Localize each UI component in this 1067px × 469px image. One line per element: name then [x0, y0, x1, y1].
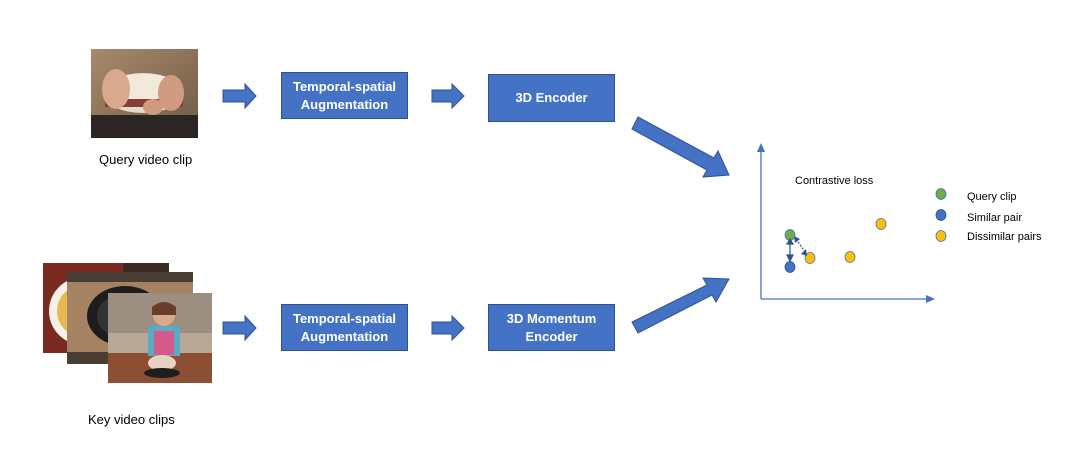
- arrow-right-icon: [222, 314, 257, 342]
- plot-axes: [760, 150, 929, 300]
- legend-similar-pair-label: Similar pair: [967, 212, 1023, 224]
- arrow-diagonal-down-icon: [631, 116, 730, 178]
- key-augmentation-box: Temporal-spatial Augmentation: [281, 304, 408, 351]
- similar-pair-point: [784, 261, 796, 273]
- push-arrowhead-icon: [794, 236, 800, 243]
- arrow-right-icon: [431, 314, 465, 342]
- arrow-right-icon: [431, 82, 465, 110]
- key-video-thumbnail-3: [108, 293, 212, 383]
- dissimilar-pair-point: [875, 218, 887, 230]
- legend-query-clip-label: Query clip: [967, 191, 1017, 203]
- dissimilar-pair-point: [804, 252, 816, 264]
- push-arrowhead-icon: [801, 249, 807, 256]
- query-augmentation-box: Temporal-spatial Augmentation: [281, 72, 408, 119]
- query-encoder-box: 3D Encoder: [488, 74, 615, 122]
- sandwich-image: [91, 49, 198, 138]
- y-axis-arrowhead-icon: [757, 143, 765, 152]
- query-video-caption: Query video clip: [99, 152, 193, 167]
- pull-arrow-icon: [785, 237, 795, 263]
- plot-points: [784, 218, 887, 273]
- dissimilar-pair-point: [844, 251, 856, 263]
- key-momentum-encoder-box: 3D Momentum Encoder: [488, 304, 615, 351]
- query-video-thumbnail: [91, 49, 198, 138]
- arrow-right-icon: [222, 82, 257, 110]
- cooking-show-image: [108, 293, 212, 383]
- legend-dissimilar-pairs-label: Dissimilar pairs: [967, 231, 1042, 243]
- arrow-diagonal-up-icon: [631, 277, 730, 334]
- x-axis-arrowhead-icon: [926, 295, 935, 303]
- legend-similar-pair-marker: [935, 209, 947, 221]
- legend-query-clip-marker: [935, 188, 947, 200]
- push-arrow-icon: [795, 238, 806, 253]
- key-video-caption: Key video clips: [88, 412, 175, 427]
- contrastive-loss-title: Contrastive loss: [795, 175, 874, 187]
- legend-dissimilar-pairs-marker: [935, 230, 947, 242]
